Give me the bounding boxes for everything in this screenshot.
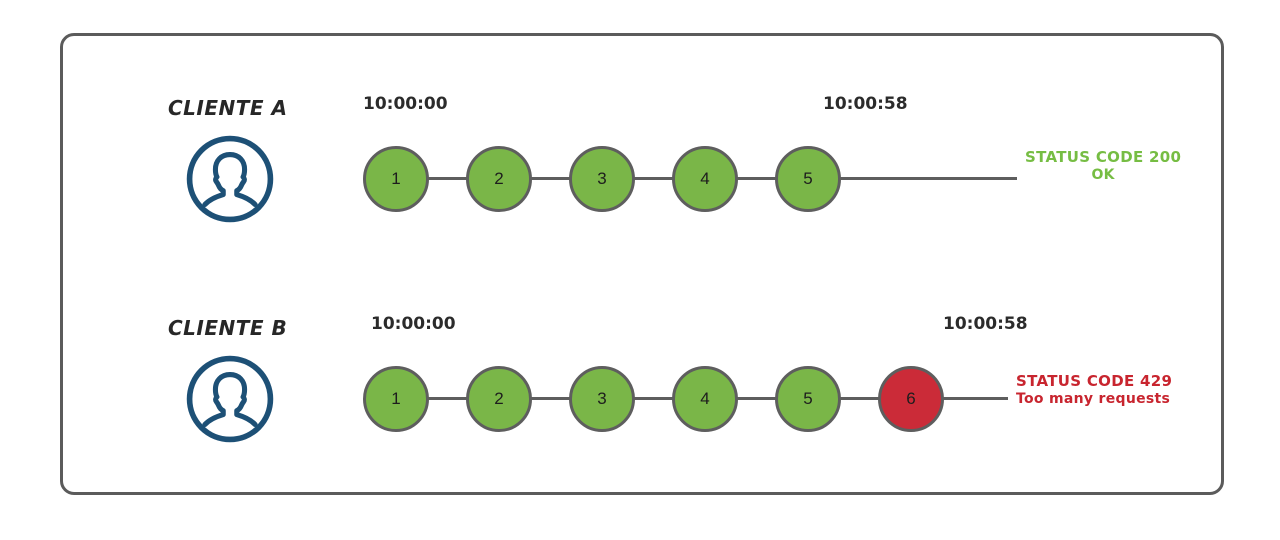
request-connector [631,177,676,180]
status-text-a: OK [1091,166,1115,183]
request-node-3[interactable]: 3 [569,146,635,212]
request-node-4[interactable]: 4 [672,146,738,212]
request-connector [734,177,779,180]
timestamp-start-b: 10:00:00 [371,314,456,334]
status-text-b: Too many requests [1016,390,1171,407]
request-connector [528,397,573,400]
response-tail-line [837,177,1017,180]
request-connector [734,397,779,400]
client-label-a: CLIENTE A [168,96,288,120]
status-badge-a: STATUS CODE 200 OK [1025,148,1181,184]
timestamp-start-a: 10:00:00 [363,94,448,114]
client-label-b: CLIENTE B [168,316,288,340]
request-connector [425,177,470,180]
request-node-5[interactable]: 5 [775,146,841,212]
user-avatar-icon [183,352,277,446]
request-node-1[interactable]: 1 [363,366,429,432]
status-code-b: STATUS CODE 429 [1016,372,1173,390]
status-code-a: STATUS CODE 200 [1025,148,1182,166]
request-node-3[interactable]: 3 [569,366,635,432]
request-node-2[interactable]: 2 [466,366,532,432]
request-connector [425,397,470,400]
user-avatar-icon [183,132,277,226]
request-node-1[interactable]: 1 [363,146,429,212]
timestamp-end-a: 10:00:58 [823,94,908,114]
request-node-6[interactable]: 6 [878,366,944,432]
status-badge-b: STATUS CODE 429 Too many requests [1016,372,1172,408]
request-node-4[interactable]: 4 [672,366,738,432]
request-node-5[interactable]: 5 [775,366,841,432]
timestamp-end-b: 10:00:58 [943,314,1028,334]
request-connector [528,177,573,180]
response-tail-line [940,397,1008,400]
request-node-2[interactable]: 2 [466,146,532,212]
request-connector [837,397,882,400]
request-connector [631,397,676,400]
